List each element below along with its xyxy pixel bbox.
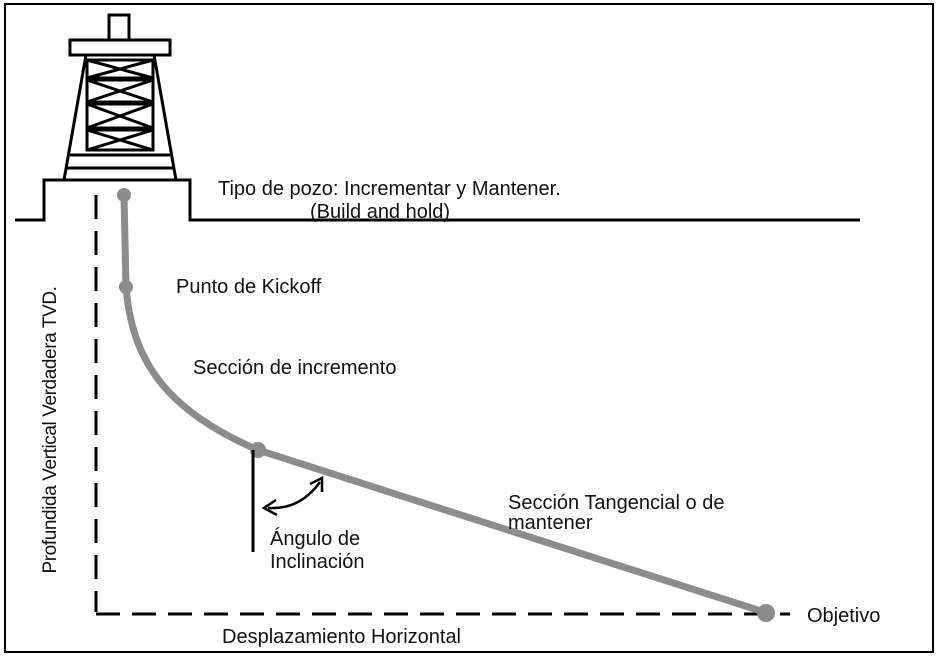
title-line-1: Tipo de pozo: Incrementar y Mantener. [218,178,561,200]
tvd-label: Profundida Vertical Verdadera TVD. [40,286,61,574]
surface-point [117,188,131,202]
well-path [120,191,771,617]
arc-arrow-left-icon [261,498,278,517]
kickoff-label: Punto de Kickoff [176,276,322,298]
arc-arrow-right-icon [309,475,324,492]
target-point [757,604,775,622]
diagram-frame [4,3,934,653]
title-line-2: (Build and hold) [310,201,451,223]
tangent-section-label-2: mantener [508,512,593,534]
angle-label-1: Ángulo de [270,528,361,550]
target-label: Objetivo [807,605,881,627]
angle-label-2: Inclinación [270,551,365,573]
ground-line [15,178,860,222]
horizontal-displacement-label: Desplazamiento Horizontal [222,626,462,648]
tangent-section-label-1: Sección Tangencial o de [508,492,725,514]
drilling-rig-icon [62,13,178,181]
inclination-arc [267,481,322,510]
build-section-label: Sección de incremento [193,357,397,379]
kickoff-point [119,280,133,294]
